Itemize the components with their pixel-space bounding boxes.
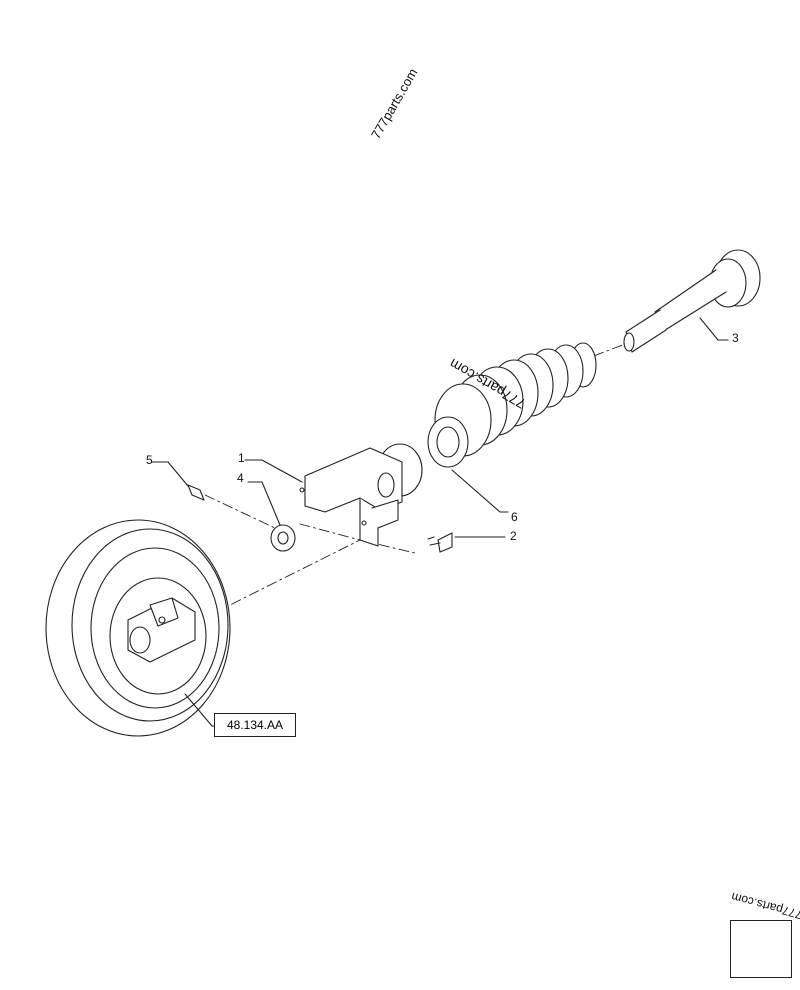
callout-5: 5 [146,453,153,467]
part-5-cotter-pin [151,461,205,501]
part-4-castle-nut [247,481,296,552]
reference-label: 48.134.AA [226,718,284,732]
part-6-coil-spring [427,342,597,513]
part-3-tension-rod [623,249,761,353]
callout-6: 6 [511,510,518,524]
callout-4: 4 [237,471,244,485]
callout-2: 2 [510,529,517,543]
idler-wheel [45,519,231,737]
callout-1: 1 [238,451,245,465]
reference-link-box[interactable]: 48.134.AA [214,713,296,737]
next-page-button[interactable] [730,920,792,978]
callout-3: 3 [732,331,739,345]
part-1-yoke-bracket [244,443,423,547]
part-2-bolt [427,532,506,553]
